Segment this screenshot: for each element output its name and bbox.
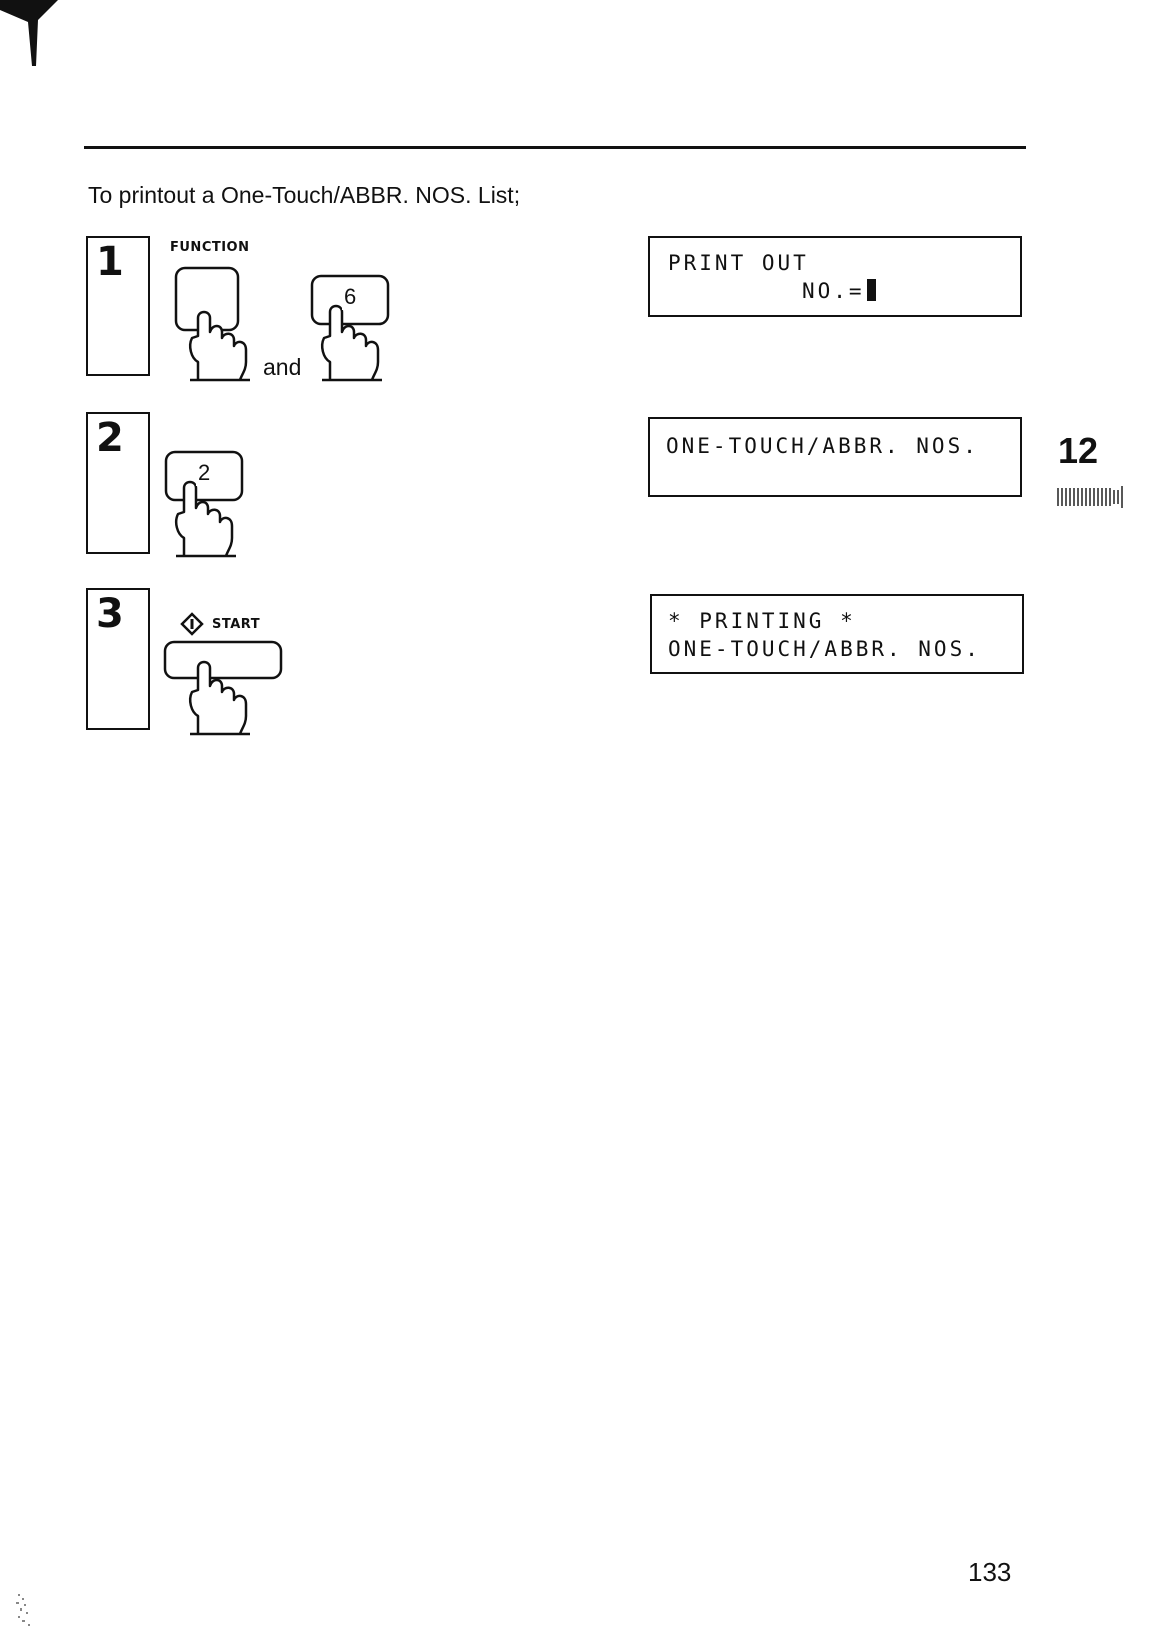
step-1-box: 1 <box>86 236 150 376</box>
display-3-line-1: * PRINTING * <box>668 607 1022 635</box>
display-2: ONE-TOUCH/ABBR. NOS. <box>648 417 1022 497</box>
display-1-line-1: PRINT OUT <box>668 249 1020 277</box>
crop-mark-icon <box>0 0 70 70</box>
key-6-label: 6 <box>342 284 358 310</box>
step-3-number: 3 <box>96 594 124 634</box>
step-3-box: 3 <box>86 588 150 730</box>
display-2-line-1: ONE-TOUCH/ABBR. NOS. <box>666 432 1020 460</box>
function-key-press-icon[interactable] <box>168 262 258 384</box>
key-2-label: 2 <box>196 460 212 486</box>
chapter-number: 12 <box>1058 430 1098 472</box>
display-1: PRINT OUT NO.= <box>648 236 1022 317</box>
step-2-number: 2 <box>96 418 124 458</box>
display-3: * PRINTING * ONE-TOUCH/ABBR. NOS. <box>650 594 1024 674</box>
header-rule <box>84 146 1026 149</box>
start-diamond-icon <box>180 612 204 636</box>
function-key-label: FUNCTION <box>170 240 250 255</box>
page-number: 133 <box>968 1557 1011 1588</box>
cursor-icon <box>867 279 876 301</box>
start-key-press-icon[interactable] <box>162 638 286 738</box>
start-key-label: START <box>212 617 260 632</box>
step-1-number: 1 <box>96 242 124 282</box>
and-text: and <box>263 354 301 381</box>
display-1-line-2: NO.= <box>802 279 865 303</box>
intro-text: To printout a One-Touch/ABBR. NOS. List; <box>88 182 520 209</box>
scan-artifact <box>0 1590 40 1632</box>
chapter-tab-bars-icon <box>1056 482 1136 508</box>
display-3-line-2: ONE-TOUCH/ABBR. NOS. <box>668 635 1022 663</box>
step-2-box: 2 <box>86 412 150 554</box>
